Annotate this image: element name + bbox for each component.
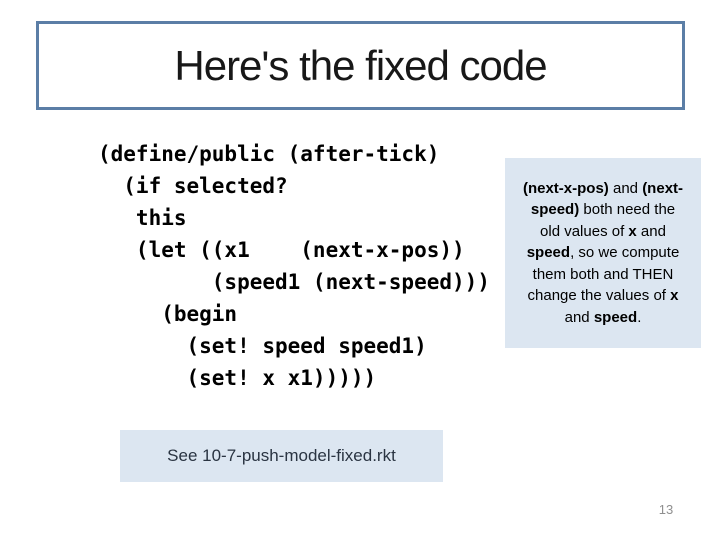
title-box: Here's the fixed code: [36, 21, 685, 110]
page-number: 13: [658, 502, 674, 517]
callout-text: (next-x-pos) and (next-speed) both need …: [522, 179, 684, 326]
callout-box: (next-x-pos) and (next-speed) both need …: [505, 158, 701, 348]
code-block: (define/public (after-tick) (if selected…: [98, 142, 490, 390]
slide-title: Here's the fixed code: [174, 41, 547, 89]
file-reference-text: See 10-7-push-model-fixed.rkt: [167, 446, 396, 465]
file-reference-box: See 10-7-push-model-fixed.rkt: [120, 430, 443, 482]
